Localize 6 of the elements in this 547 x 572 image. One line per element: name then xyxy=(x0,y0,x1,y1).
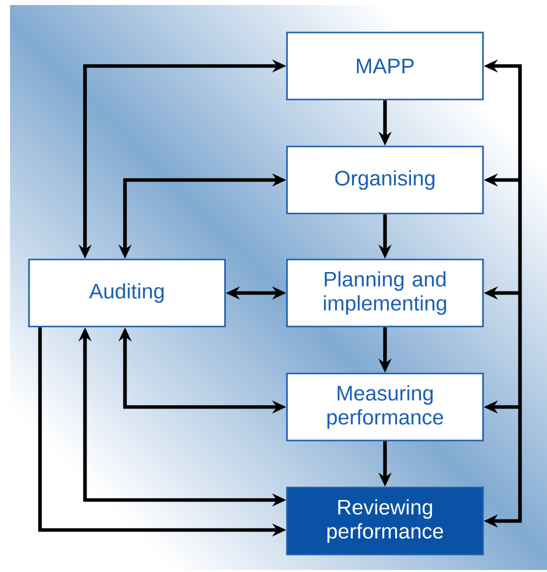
process-box: Auditing xyxy=(28,258,226,328)
process-box: Planning and implementing xyxy=(286,258,484,328)
process-box: Measuring performance xyxy=(286,372,484,442)
process-box: Organising xyxy=(286,146,484,214)
process-box: MAPP xyxy=(286,32,484,100)
process-box: Reviewing performance xyxy=(286,486,484,556)
